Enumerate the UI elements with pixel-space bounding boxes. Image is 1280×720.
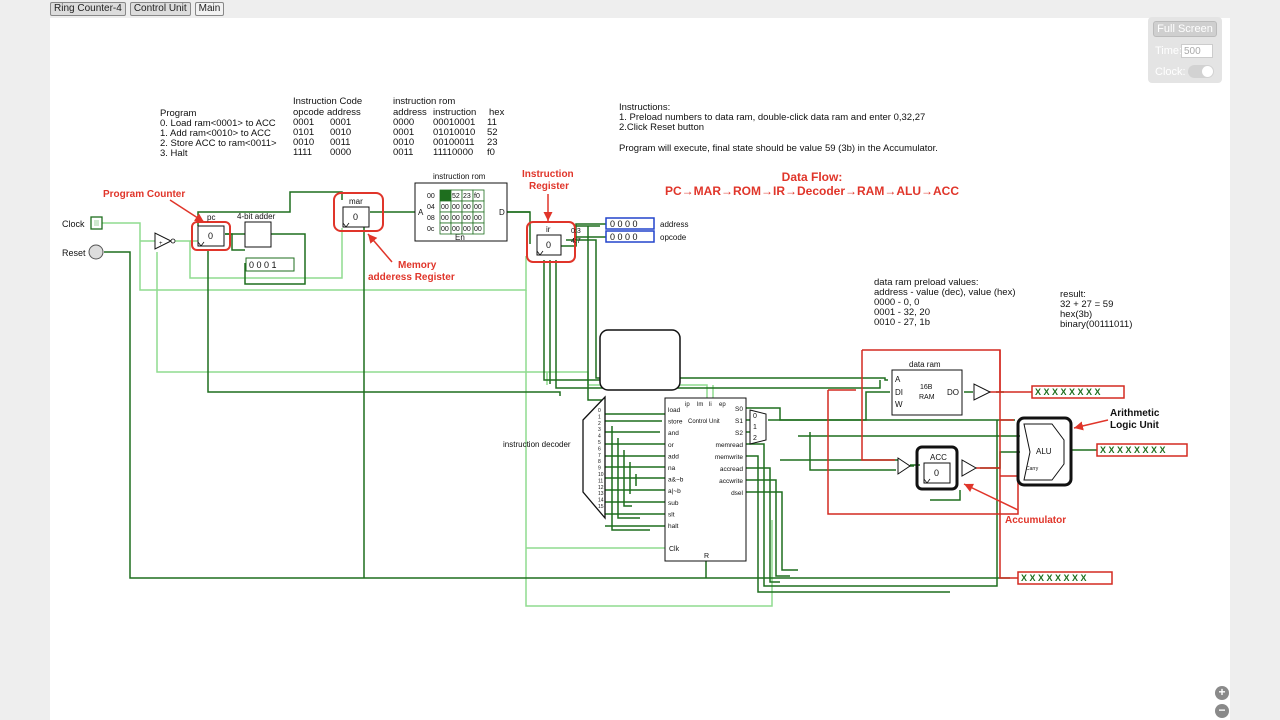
zoom-in-icon[interactable]: + — [1215, 686, 1229, 700]
clock-label: Clock: — [1155, 66, 1186, 78]
fullscreen-button[interactable]: Full Screen — [1153, 21, 1217, 37]
tab-main[interactable]: Main — [194, 2, 225, 16]
time-label: Time: — [1155, 45, 1183, 57]
zoom-out-icon[interactable]: − — [1215, 704, 1229, 718]
tab-ring-counter[interactable]: Ring Counter-4 — [50, 2, 126, 16]
reset-button[interactable] — [88, 244, 104, 260]
toggle-knob — [1202, 66, 1213, 77]
tab-control-unit[interactable]: Control Unit — [129, 2, 191, 16]
time-input[interactable] — [1181, 44, 1213, 58]
circuit-canvas[interactable] — [50, 18, 1230, 720]
circuit-tabs: Ring Counter-4 Control Unit Main — [50, 2, 225, 16]
clock-toggle[interactable] — [1188, 65, 1214, 78]
